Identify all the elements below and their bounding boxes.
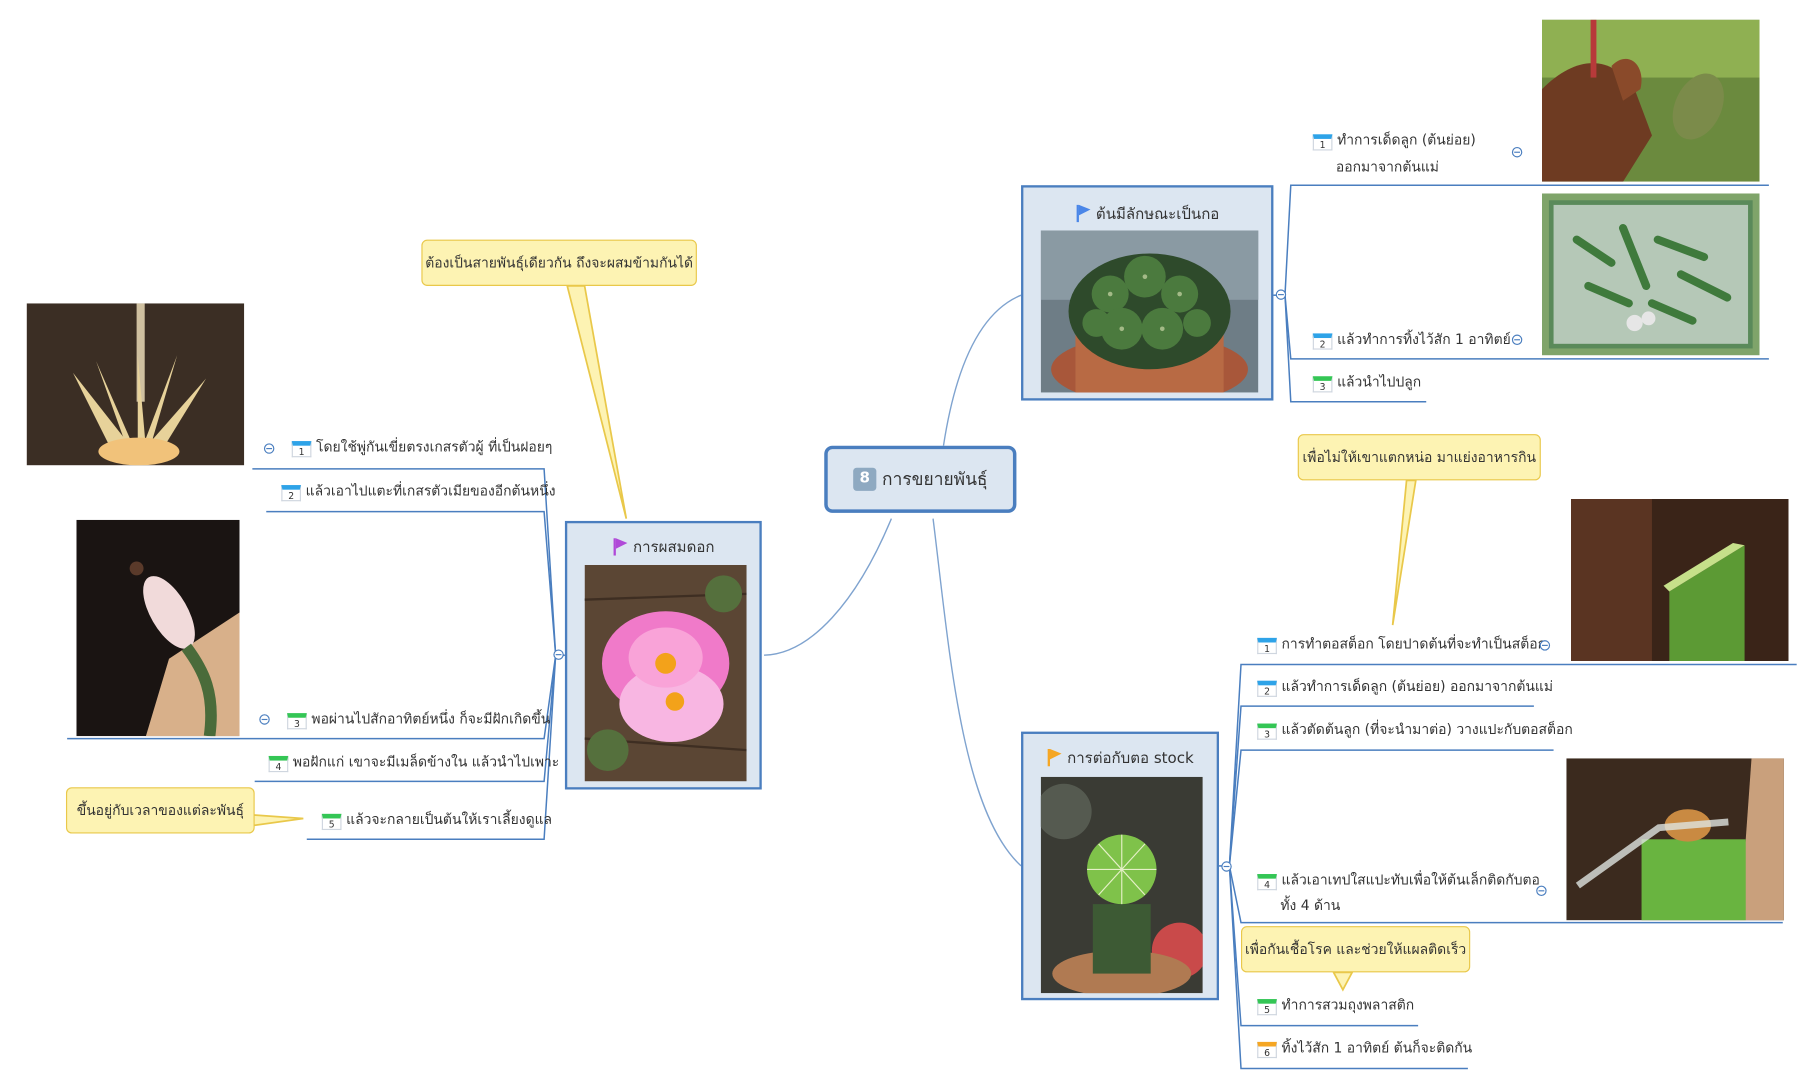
topic-title: การต่อกับตอ stock	[1067, 750, 1194, 768]
callout-no-offshoots[interactable]: เพื่อไม่ให้เขาแตกหน่อ มาแย่งอาหารกิน	[1297, 434, 1541, 481]
pink-flower-photo	[584, 564, 747, 782]
flag-icon	[1076, 204, 1091, 223]
grafted-cactus-photo	[1040, 776, 1203, 994]
collapse-icon[interactable]	[1221, 861, 1232, 872]
cut-stock-photo	[1570, 498, 1789, 662]
step-number-icon: 5	[321, 813, 342, 831]
step-number-icon: 5	[1257, 999, 1277, 1016]
topic-count-badge: 8	[853, 467, 877, 491]
step-number-icon: 1	[291, 441, 312, 458]
flower-pollen-photo	[26, 303, 245, 466]
step-number-icon: 3	[1257, 723, 1277, 740]
collapse-icon[interactable]	[1275, 289, 1287, 300]
collapse-icon[interactable]	[259, 714, 270, 725]
central-topic-title: การขยายพันธุ์	[882, 468, 988, 490]
step-number-icon: 3	[1312, 376, 1333, 393]
topic-grafting-stock[interactable]: การต่อกับตอ stock	[1021, 731, 1220, 1001]
step-number-icon: 2	[281, 485, 301, 502]
topic-clump-cactus[interactable]: ต้นมีลักษณะเป็นกอ	[1021, 185, 1274, 401]
step-number-icon: 2	[1257, 680, 1277, 697]
cuttings-basket-photo	[1541, 193, 1760, 356]
callout-same-species[interactable]: ต้องเป็นสายพันธุ์เดียวกัน ถึงจะผสมข้ามกั…	[421, 239, 697, 286]
step-number-icon: 4	[268, 755, 289, 773]
seed-pod-photo	[76, 519, 240, 737]
step-number-icon: 1	[1257, 637, 1277, 655]
topic-title: ต้นมีลักษณะเป็นกอ	[1095, 206, 1220, 224]
flag-icon	[613, 538, 628, 556]
collapse-icon[interactable]	[1511, 334, 1523, 345]
step-number-icon: 4	[1257, 874, 1277, 891]
callout-depends-species[interactable]: ขึ้นอยู่กับเวลาของแต่ละพันธุ์	[65, 787, 255, 834]
collapse-icon[interactable]	[1539, 640, 1551, 651]
step-number-icon: 2	[1312, 333, 1333, 350]
step-number-icon: 6	[1257, 1041, 1277, 1059]
collapse-icon[interactable]	[1536, 885, 1547, 897]
step-number-icon: 1	[1312, 134, 1333, 151]
topic-title: การผสมดอก	[632, 539, 715, 557]
offshoot-hand-photo	[1541, 19, 1760, 182]
collapse-icon[interactable]	[263, 443, 275, 454]
step-number-icon: 3	[287, 713, 307, 730]
flag-icon	[1047, 748, 1062, 767]
taped-graft-photo	[1566, 758, 1784, 921]
clump-cactus-photo	[1040, 230, 1259, 393]
callout-prevent-infection[interactable]: เพื่อกันเชื้อโรค และช่วยให้แผลติดเร็ว	[1241, 926, 1471, 973]
collapse-icon[interactable]	[1511, 147, 1523, 158]
central-topic[interactable]: 8 การขยายพันธุ์	[824, 445, 1017, 513]
collapse-icon[interactable]	[553, 649, 564, 660]
topic-pollination[interactable]: การผสมดอก	[564, 520, 762, 790]
